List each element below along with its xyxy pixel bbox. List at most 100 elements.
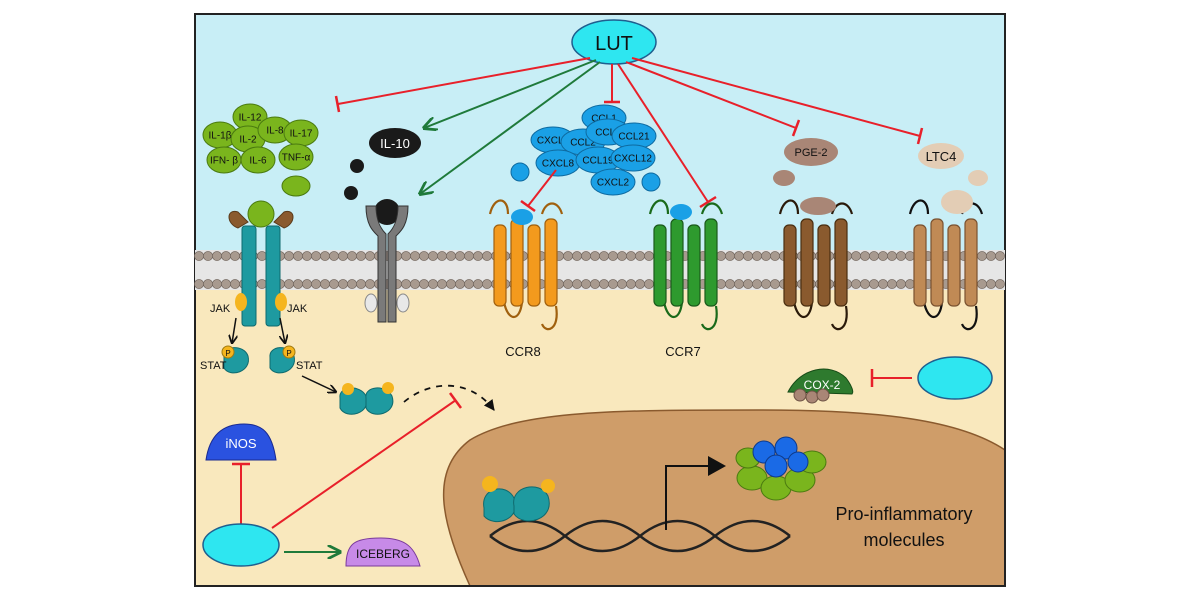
lipid-head [464,279,474,289]
stat-right: P [269,345,296,374]
receptor-loop [700,305,718,331]
lipid-head [329,279,339,289]
ccr7-receptor [648,199,724,331]
inhibit-line-nuclear [271,399,457,529]
lut-cytoplasm-icon [917,356,993,400]
transmembrane-helix [817,224,831,307]
p-right-label: P [286,349,291,358]
receptor-loop [908,199,930,215]
transmembrane-helix [947,224,961,307]
lipid-head [293,251,303,261]
lipid-head [437,279,447,289]
jak-right-arrow [280,317,285,343]
il10-particle [344,186,358,200]
pro-inflammatory-label-2: molecules [863,530,944,550]
transmembrane-helix [510,218,524,307]
transmembrane-helix [527,224,541,307]
receptor-loop [540,202,564,215]
lipid-head [617,251,627,261]
transmembrane-helix [800,218,814,307]
chemokine-label: CXCL12 [614,154,652,165]
lipid-head [446,279,456,289]
lipid-head [860,251,870,261]
lipid-head [482,279,492,289]
transmembrane-helix [704,218,718,307]
lipid-head [419,251,429,261]
lut-node: LUT [571,19,657,65]
stat-dimer [339,382,394,415]
lipid-head [284,251,294,261]
bound-pge2 [800,197,836,215]
cytokine-bubble [240,146,276,174]
activate-line-il10 [424,59,597,128]
transmembrane-helix [670,218,684,307]
activate-line-il10-receptor [420,61,601,194]
lipid-head [203,251,213,261]
lipid-head [716,251,726,261]
lipid-head [473,279,483,289]
inos-node: iNOS [205,423,277,461]
ccr8-receptor [488,199,564,331]
lipid-head [365,251,375,261]
inhibit-bar-pge2 [791,119,801,137]
lipid-head [284,279,294,289]
jak-left-arrow [232,317,236,343]
lipid-head [626,279,636,289]
chemokine-label: CXCL2 [597,178,630,189]
cell-frame [194,13,1006,587]
lipid-head [410,279,420,289]
chemokine-label: CXCL9 [537,136,570,147]
chemokine-label: CCL3 [595,128,621,139]
lipid-head [581,251,591,261]
chemokine-bubble [610,144,656,172]
pge2-receptor [778,199,854,331]
bound-ltc4 [941,190,973,214]
cytokine-label: IL-2 [239,135,257,146]
inhibit-bar-ltc4 [916,127,924,145]
lipid-head [761,279,771,289]
cytokine-label: TNF-α [282,153,311,164]
cytokine-label: IL-12 [239,113,262,124]
lipid-head [725,279,735,289]
lipid-head [995,279,1005,289]
p-left-label: P [225,349,230,358]
lipid-head [644,279,654,289]
lipid-head [347,251,357,261]
lipid-head [257,251,267,261]
lipid-head [734,251,744,261]
cytokine-label: IL-8 [266,126,284,137]
stat-right-label: STAT [296,360,323,372]
lipid-head [221,251,231,261]
chemokine-label: CCL2 [570,138,596,149]
lipid-head [770,279,780,289]
lipid-head [752,279,762,289]
cell-membrane [194,250,1005,290]
receptor-loop [488,199,510,215]
lipid-head [626,251,636,261]
lipid-head [905,251,915,261]
inhibit-line-ccr7 [617,63,709,203]
ccr8-ligand [511,209,533,225]
lipid-head [590,279,600,289]
lipid-head [482,251,492,261]
transmembrane-helix [930,218,944,307]
lipid-head [212,251,222,261]
lipid-head [887,251,897,261]
chemokine-label: CCL19 [582,156,614,167]
lipid-head [878,251,888,261]
stat-left: P [221,345,249,374]
lipid-head [752,251,762,261]
lipid-head [401,279,411,289]
lipid-head [851,251,861,261]
transmembrane-helix [964,218,978,307]
lipid-head [347,279,357,289]
lipid-head [212,279,222,289]
lipid-head [203,279,213,289]
inhibit-line-cytokines [337,57,591,105]
lipid-head [869,279,879,289]
lipid-head [356,251,366,261]
iceberg-node: ICEBERG [345,537,421,567]
lipid-head [608,279,618,289]
